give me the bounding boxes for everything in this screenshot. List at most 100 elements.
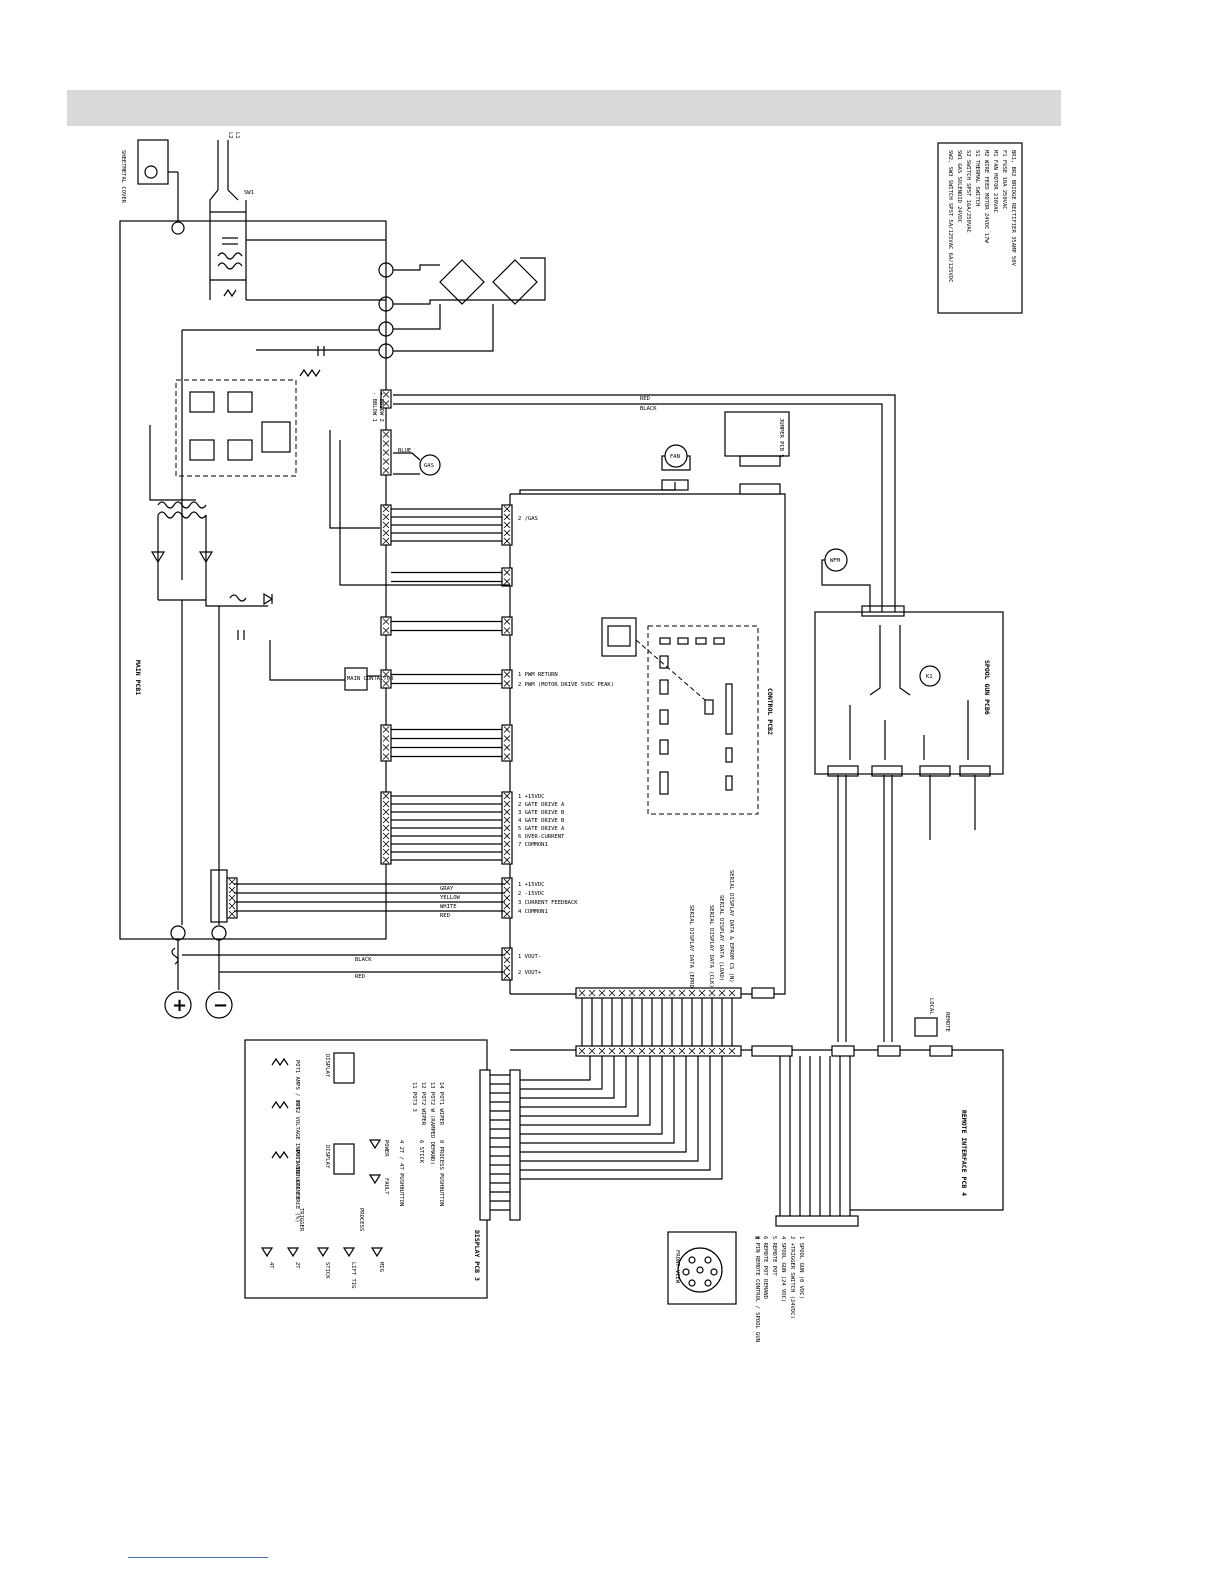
connector-block xyxy=(501,724,513,762)
legend-line: S1 THERMAL SWITCH xyxy=(974,150,980,206)
wire-label-black: BLACK xyxy=(640,406,657,412)
sheetmetal-label: SHEETMETAL COVER xyxy=(120,150,126,204)
connector-block xyxy=(380,724,392,762)
pot1-label: POT1 AMPS / IPS xyxy=(294,1060,300,1110)
connector-block xyxy=(919,765,951,777)
display-pin: 8 PROCESS PUSHBUTTON xyxy=(438,1140,444,1206)
remote8-pin: 1 SPOOL GUN (0 VDC) xyxy=(798,1236,804,1299)
remote-connector-label: 8 PIN REMOTE CONTROL / SPOOL GUN xyxy=(754,1236,760,1342)
led-label: FAULT xyxy=(383,1178,389,1195)
serial-pin-labels: SERIAL DISPLAY DATA & EPROM CS (N) SERIA… xyxy=(688,870,734,994)
connector-block xyxy=(575,987,742,999)
mode-label: 4T xyxy=(268,1262,274,1269)
remote-switch-label: REMOTE xyxy=(944,1012,950,1032)
remote8-pin: 4 SPOOL GUN (24 VDC) xyxy=(780,1236,786,1302)
connector-block xyxy=(575,1045,742,1057)
vout-pin: 2 VOUT+ xyxy=(518,970,542,976)
connector-block xyxy=(509,1069,521,1221)
connector-block xyxy=(501,567,513,587)
gate-pin: 6 OVER-CURRENT xyxy=(518,834,565,840)
mode-label: MIG xyxy=(378,1262,384,1272)
connector-block xyxy=(871,765,903,777)
blow-pin: + BBLOW 2 xyxy=(378,392,384,422)
wire-label-red: RED xyxy=(355,974,365,980)
feedback-pin: 2 -15VDC xyxy=(518,891,545,897)
control-pin-labels: 2 /GAS 1 PWM RETURN 2 PWM (MOTOR DRIVE 5… xyxy=(518,516,614,976)
connector-block xyxy=(775,1215,859,1227)
wire-label-red: RED xyxy=(640,396,650,402)
serial-pin: SERIAL DISPLAY DATA (CLK) xyxy=(708,905,714,988)
display-pcb3: DISPLAY PCB 3 DISPLAY DISPLAY POT1 AMPS … xyxy=(244,1039,488,1299)
pot3-label: POT3 INDUCTANCE xyxy=(294,1150,300,1200)
connector-block xyxy=(501,669,513,689)
connector-block xyxy=(861,605,905,617)
pwm-pin: 2 PWM (MOTOR DRIVE 5VDC PEAK) xyxy=(518,682,614,688)
spool-gun-pcb6: SPOOL GUN PCB6 WFM K1 xyxy=(814,548,1004,775)
blow-pin: - BBLOW 1 xyxy=(371,392,377,422)
jumper-pcb-label: JUMPER PCB 5 xyxy=(778,418,784,458)
display-pcb-label: DISPLAY PCB 3 xyxy=(473,1230,481,1281)
fan-label: FAN xyxy=(670,454,680,460)
gate-pin: 7 COMMON1 xyxy=(518,842,548,848)
gate-pin: 2 GATE DRIVE A xyxy=(518,802,565,808)
legend-line: M2 WIRE FEED MOTOR 24VDC 17W xyxy=(983,150,989,243)
connector-block xyxy=(929,1045,953,1057)
blue-label: BLUE xyxy=(398,448,411,454)
display-pin: 4 2T / 4T PUSHBUTTON xyxy=(398,1140,404,1206)
spool-pcb-label: SPOOL GUN PCB6 xyxy=(983,660,991,715)
serial-pin: SERIAL DISPLAY DATA & EPROM CS (N) xyxy=(728,870,734,983)
display-digit-label: DISPLAY xyxy=(324,1054,330,1078)
l1-label: L1 xyxy=(234,132,240,139)
plus-terminal-label: + xyxy=(172,995,187,1016)
pwm-pin: 1 PWM RETURN xyxy=(518,672,558,678)
mode-label: LIFT TIG xyxy=(350,1262,356,1289)
front-view-label: FRONT VIEW xyxy=(674,1250,680,1284)
gas-solenoid: GAS BLUE xyxy=(329,430,510,586)
minus-terminal-label: − xyxy=(213,995,228,1016)
wfm-label: WFM xyxy=(830,558,841,564)
wire-label-red: RED xyxy=(440,913,450,919)
mode-label: 2T xyxy=(294,1262,300,1269)
display-pin: 6 STICK xyxy=(418,1140,424,1164)
display-pin: 14 POT1 WIPER xyxy=(438,1082,444,1126)
power-input: SHEETMETAL COVER L1 L2 SW1 xyxy=(120,132,254,300)
local-switch-label: LOCAL xyxy=(928,998,934,1015)
wire-label-white: WHITE xyxy=(440,904,457,910)
remote8-pin: 8 xyxy=(753,1236,759,1239)
fan-motor: FAN JUMPER PCB 5 xyxy=(519,411,790,494)
connector-block xyxy=(380,389,392,409)
wire-label-yellow: YELLOW xyxy=(440,895,461,901)
ribbon-bus xyxy=(479,987,953,1227)
legend-line: M1 FAN MOTOR 230VAC xyxy=(992,150,998,213)
vout-pin: 1 VOUT- xyxy=(518,954,541,960)
feedback-pin: 4 COMMON1 xyxy=(518,909,548,915)
gas-pin: 2 /GAS xyxy=(518,516,538,522)
gate-pin: 5 GATE DRIVE A xyxy=(518,826,565,832)
legend-line: SW1 GAS SOLENOID 24VDC xyxy=(956,150,962,223)
legend-line: F1 FUSE 10A 250VAC xyxy=(1001,150,1007,210)
feedback-pin: 3 CURRENT FEEDBACK xyxy=(518,900,578,906)
footer-rule xyxy=(128,1557,268,1558)
wire-label-gray: GRAY xyxy=(440,886,454,892)
legend-line: BR1, BR2 BRIDGE RECTIFIER 35AMP 50V xyxy=(1010,150,1016,267)
remote-pcb-label: REMOTE INTERFACE PCB 4 xyxy=(960,1110,968,1196)
k1-label: K1 xyxy=(926,674,933,680)
legend-line: S2 SWITCH SPST 16A/250VAC xyxy=(965,150,971,233)
feedback-pin: 1 +15VDC xyxy=(518,882,545,888)
connector-block xyxy=(831,1045,855,1057)
component-legend: BR1, BR2 BRIDGE RECTIFIER 35AMP 50V F1 F… xyxy=(937,142,1023,314)
main-contactor: MAIN CONTACTOR xyxy=(344,667,394,691)
gas-label: GAS xyxy=(424,463,434,469)
gate-pin: 1 +15VDC xyxy=(518,794,545,800)
connector-block xyxy=(380,669,392,689)
remote8-pin: 6 REMOTE POT DEMAND xyxy=(762,1236,768,1299)
serial-pin: SERIAL DISPLAY DATA (LOAD) xyxy=(718,895,724,981)
connector-block xyxy=(751,1045,793,1057)
led-label: TRIGGER xyxy=(298,1208,304,1232)
connector-block xyxy=(739,455,781,467)
remote8-pin: 5 REMOTE POT xyxy=(771,1236,777,1276)
vout-wires: BLACK RED xyxy=(182,954,505,980)
display-pin: 13 POT2 W (RAMPED DEMAND) xyxy=(429,1082,435,1165)
connector-block xyxy=(479,1069,491,1221)
